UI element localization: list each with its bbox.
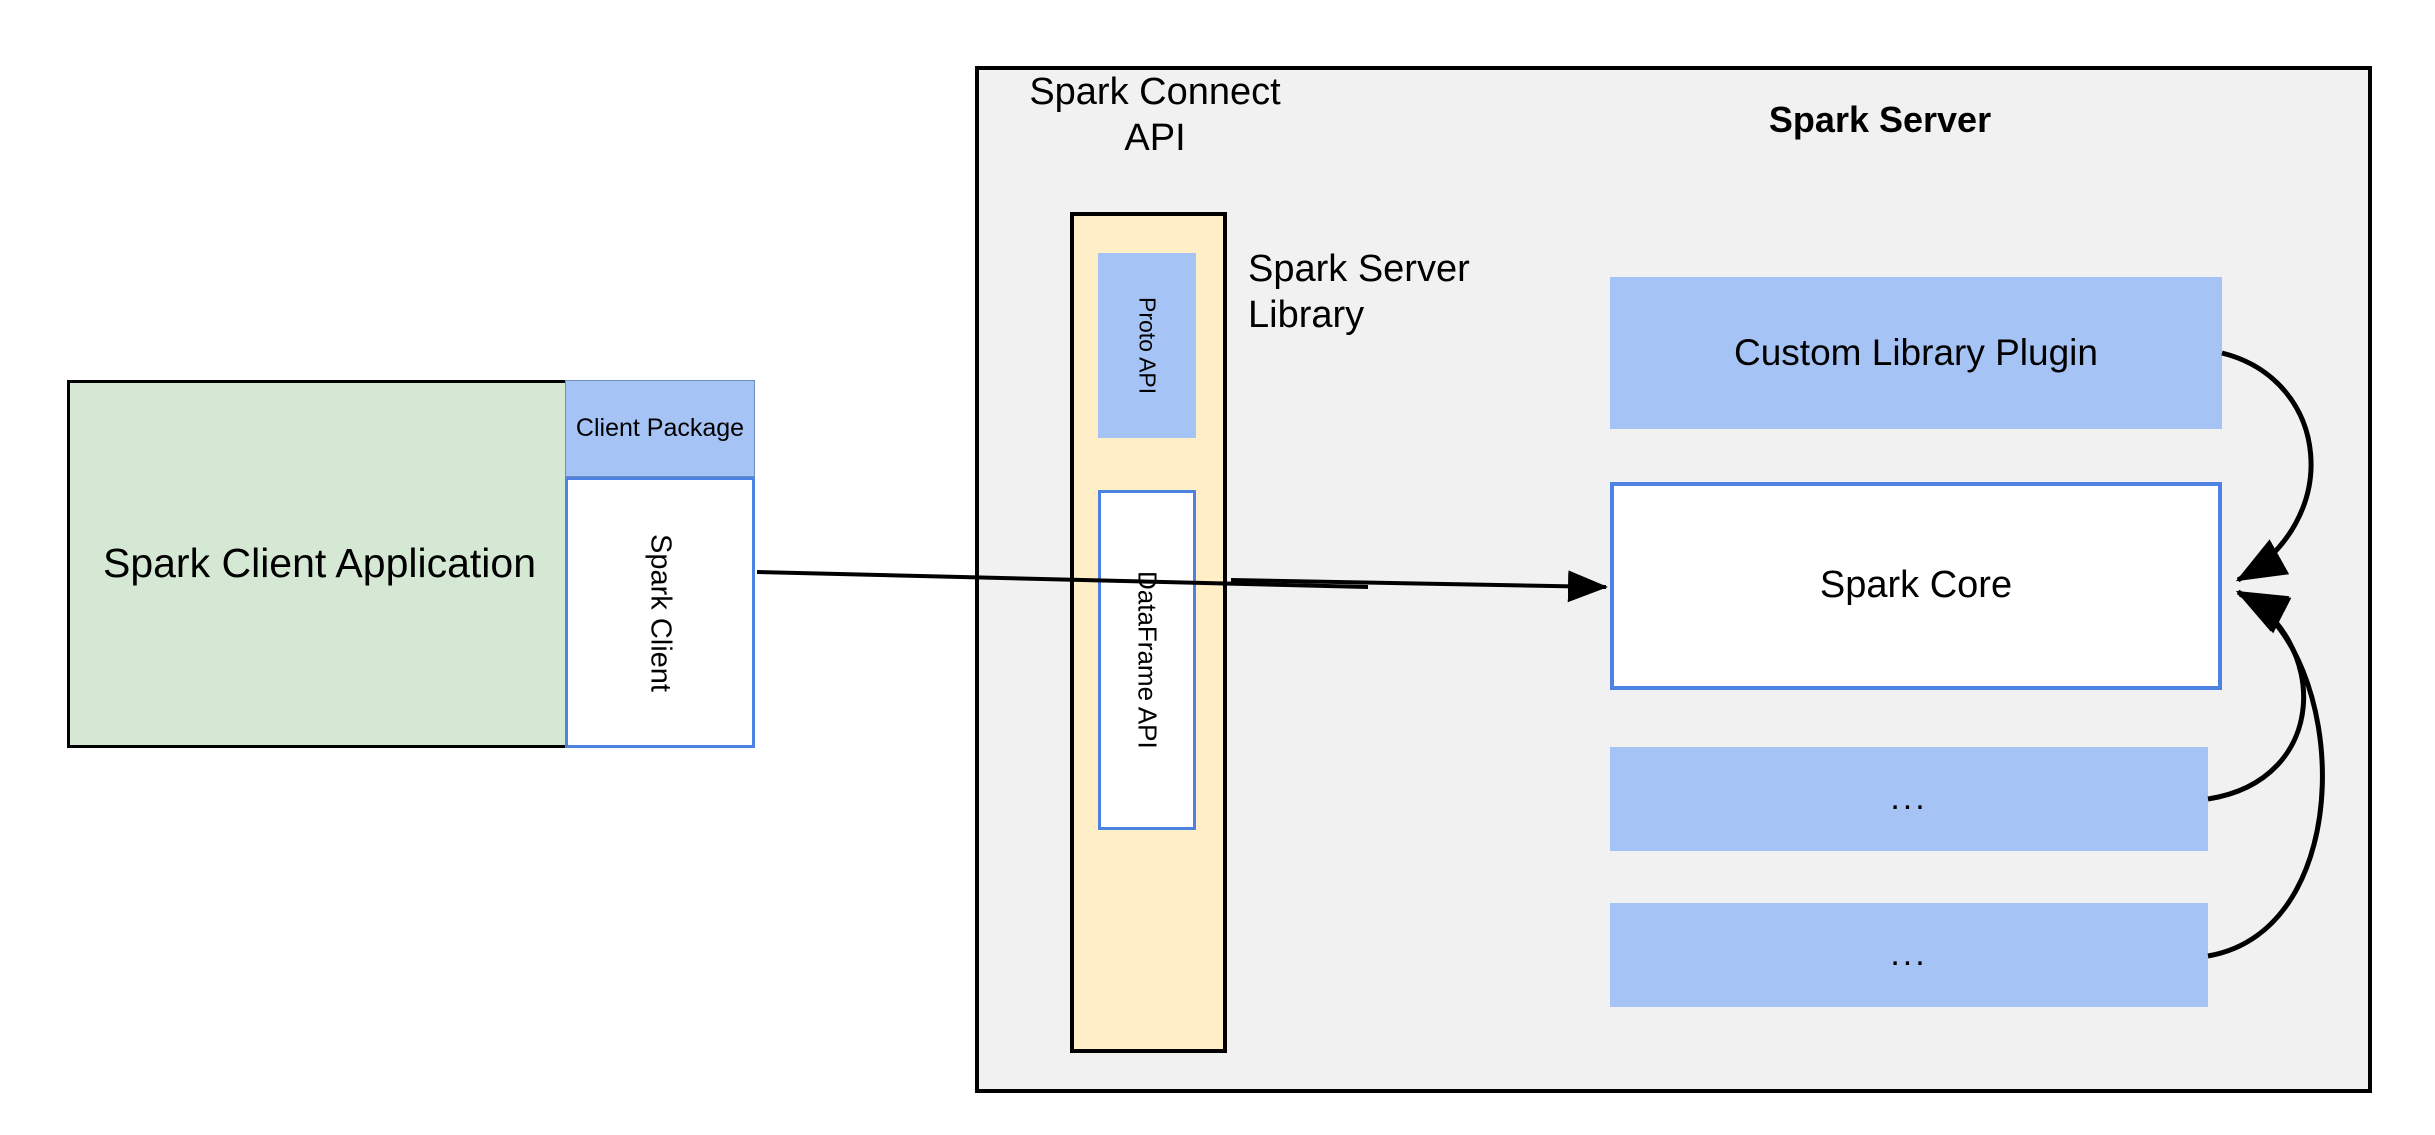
spark-core-box[interactable]: Spark Core xyxy=(1610,482,2222,690)
custom-library-plugin-box[interactable]: Custom Library Plugin xyxy=(1610,277,2222,429)
server-ellipsis-box-1[interactable]: ... xyxy=(1610,747,2208,851)
server-ellipsis-box-2[interactable]: ... xyxy=(1610,903,2208,1007)
spark-server-title: Spark Server xyxy=(1768,99,1992,140)
spark-client-application-box[interactable]: Spark Client Application xyxy=(67,380,572,748)
proto-api-box[interactable]: Proto API xyxy=(1098,253,1196,438)
spark-server-library-label: Spark Server Library xyxy=(1248,248,1470,336)
dataframe-api-box[interactable]: DataFrame API xyxy=(1098,490,1196,830)
dataframe-api-label: DataFrame API xyxy=(1132,571,1163,749)
spark-client-label: Spark Client xyxy=(644,533,677,692)
spark-client-box[interactable]: Spark Client xyxy=(565,477,755,748)
client-package-box[interactable]: Client Package xyxy=(565,380,755,477)
spark-connect-api-label: Spark Connect API xyxy=(1029,71,1281,159)
proto-api-label: Proto API xyxy=(1134,296,1161,395)
